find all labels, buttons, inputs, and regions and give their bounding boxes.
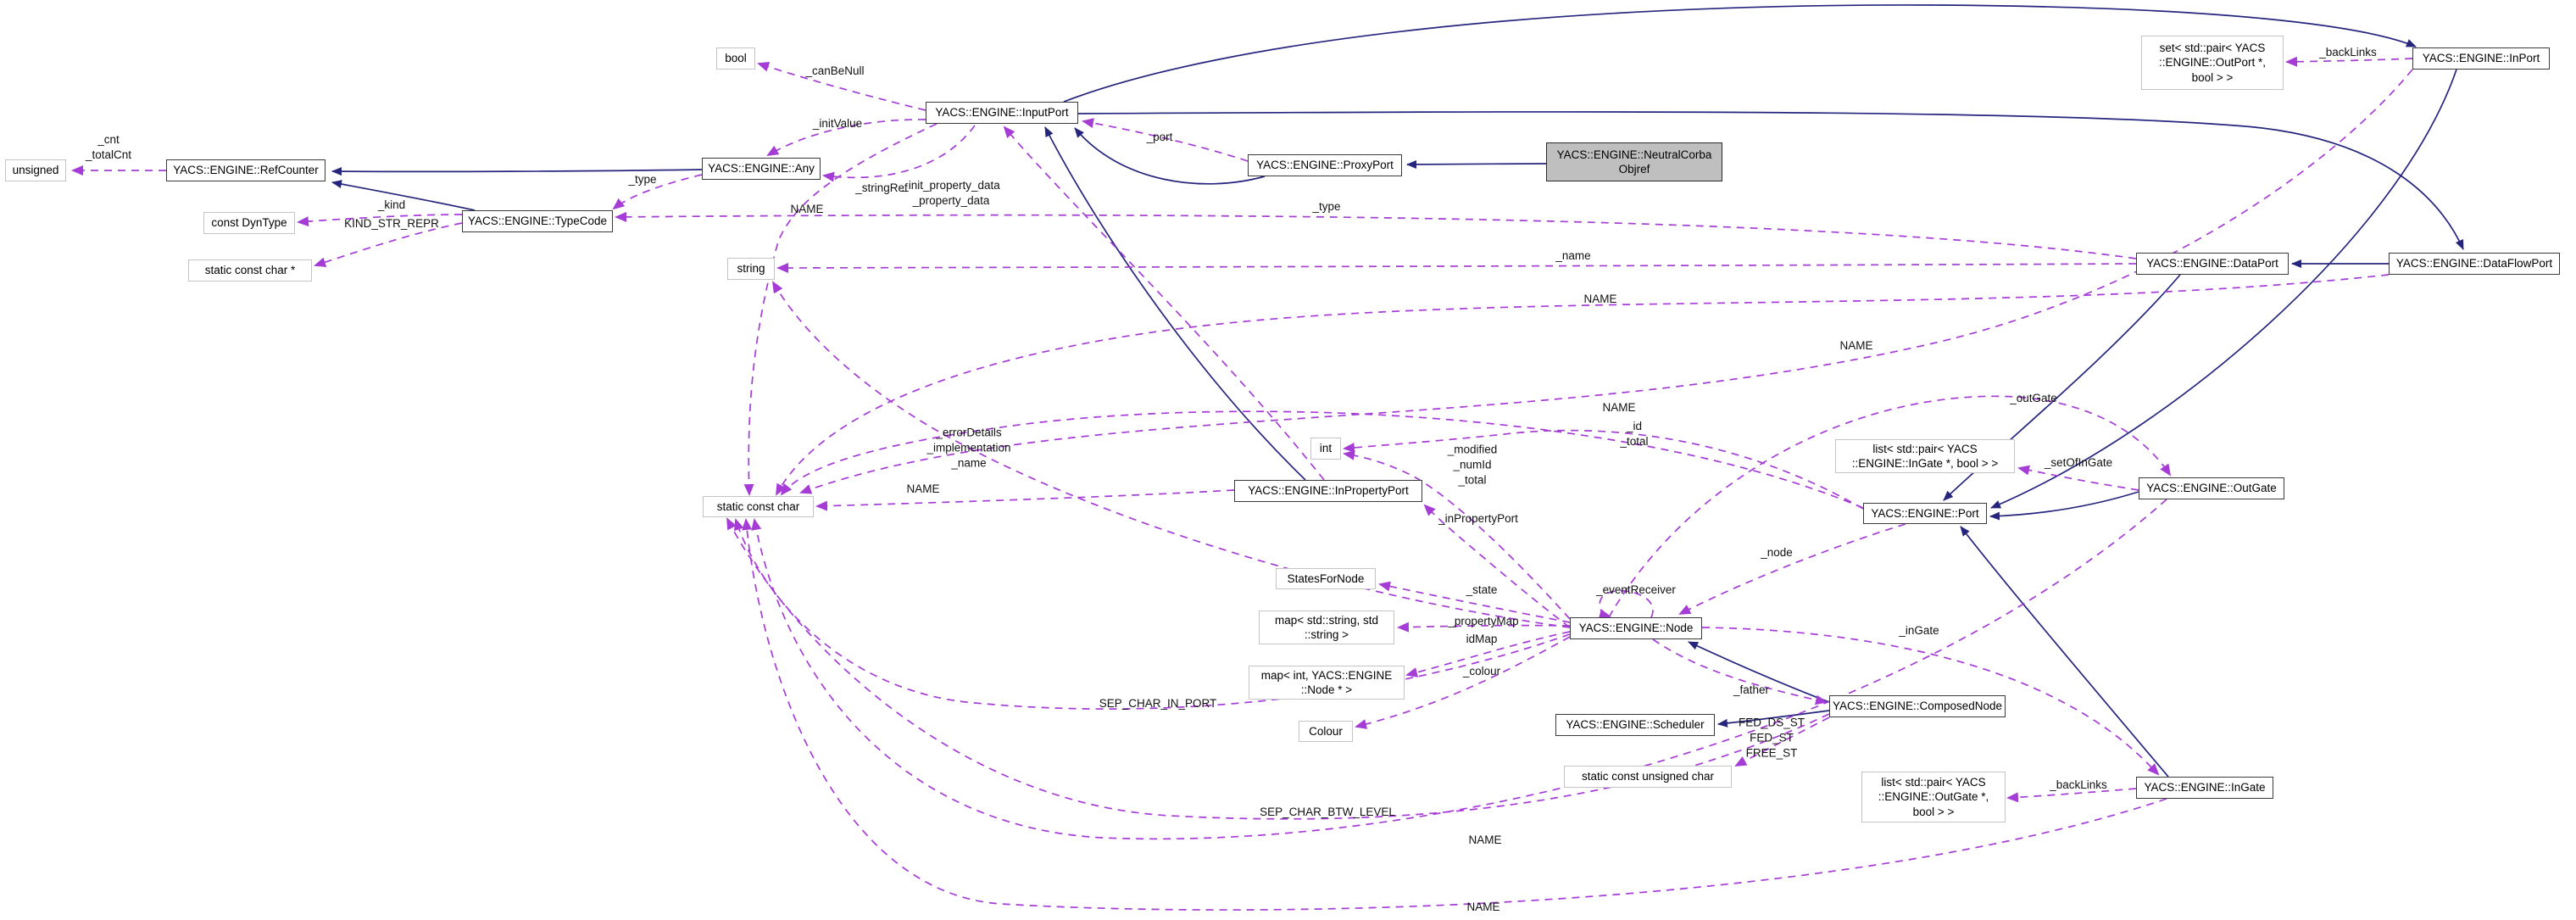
edge-use-name-inport xyxy=(799,69,2413,494)
type-box-listingate: list< std::pair< YACS ::ENGINE::InGate *… xyxy=(1835,439,2015,473)
edge-use-eventreceiver xyxy=(1598,589,1654,619)
edge-use-idmap xyxy=(1405,631,1571,677)
edge-inh-composednode-scheduler xyxy=(1717,710,1830,728)
edge-use-fedstates xyxy=(1734,716,1830,767)
class-box-typecode[interactable]: YACS::ENGINE::TypeCode xyxy=(462,210,613,232)
edge-use-canbenull xyxy=(757,62,926,111)
type-box-bool: bool xyxy=(716,47,755,70)
class-box-inpropertyport[interactable]: YACS::ENGINE::InPropertyPort xyxy=(1234,480,1422,502)
edge-use-name-inputport xyxy=(743,123,937,496)
edge-use-kind xyxy=(297,214,463,227)
main-class-box-neutralcorba: YACS::ENGINE::NeutralCorba Objref xyxy=(1546,142,1722,181)
type-box-mapstrstr: map< std::string, std ::string > xyxy=(1259,611,1394,644)
type-box-dyntype: const DynType xyxy=(203,212,295,234)
edge-use-name-dataflowport xyxy=(776,274,2390,496)
edge-inh-typecode-refcounter xyxy=(331,180,476,211)
edge-use-father xyxy=(1652,638,1828,705)
edge-inh-composednode-node xyxy=(1688,641,1830,703)
type-box-unsigned: unsigned xyxy=(5,159,66,181)
edge-use-name-port xyxy=(780,410,1864,509)
edge-inh-inpropertyport-inputport xyxy=(1044,126,1306,481)
type-box-listoutgate: list< std::pair< YACS ::ENGINE::OutGate … xyxy=(1861,772,2006,822)
edge-inh-dataport-port xyxy=(1943,274,2181,501)
class-box-inputport[interactable]: YACS::ENGINE::InputPort xyxy=(926,102,1078,124)
edge-inh-proxyport-inputport xyxy=(1074,127,1266,185)
type-box-setpair: set< std::pair< YACS ::ENGINE::OutPort *… xyxy=(2141,36,2284,90)
class-box-node[interactable]: YACS::ENGINE::Node xyxy=(1570,617,1702,639)
class-box-dataport[interactable]: YACS::ENGINE::DataPort xyxy=(2136,253,2289,275)
edge-use-idtotal xyxy=(1343,429,1864,510)
edge-use-propertymap xyxy=(1397,622,1571,633)
type-box-int: int xyxy=(1310,438,1341,460)
class-box-ingate[interactable]: YACS::ENGINE::InGate xyxy=(2136,777,2273,799)
class-box-refcounter[interactable]: YACS::ENGINE::RefCounter xyxy=(166,159,325,181)
edge-use-initvalue xyxy=(766,119,926,157)
edge-use-kindstrrepr xyxy=(314,222,463,267)
class-box-any[interactable]: YACS::ENGINE::Any xyxy=(702,158,821,180)
edge-use-colour xyxy=(1355,636,1571,729)
edge-inh-inputport-inport xyxy=(1063,4,2417,103)
edge-use-ingate xyxy=(1701,627,2160,776)
class-box-dataflowport[interactable]: YACS::ENGINE::DataFlowPort xyxy=(2389,253,2560,275)
edge-use-sepcharinport xyxy=(734,518,1571,710)
class-box-composednode[interactable]: YACS::ENGINE::ComposedNode xyxy=(1829,695,2006,717)
class-box-inport[interactable]: YACS::ENGINE::InPort xyxy=(2412,47,2550,70)
edge-use-errordetails xyxy=(771,281,1571,628)
edge-use-name-ingate xyxy=(742,518,2167,911)
edge-use-setofingate xyxy=(2017,465,2139,491)
edge-use-type-dataport xyxy=(615,211,2137,259)
type-box-staticconstuchar: static const unsigned char xyxy=(1564,766,1732,788)
class-box-proxyport[interactable]: YACS::ENGINE::ProxyPort xyxy=(1248,154,1402,176)
edge-use-type-any xyxy=(612,174,703,210)
edge-inh-inputport-dataflowport xyxy=(1077,111,2464,250)
edge-use-state xyxy=(1378,581,1571,623)
edge-use-initpropertydata xyxy=(1003,125,1325,481)
edge-use-outgate xyxy=(1608,395,2172,618)
type-box-statesfornode: StatesForNode xyxy=(1276,568,1376,589)
edge-use-modified xyxy=(1343,449,1571,620)
type-box-string: string xyxy=(727,258,775,280)
class-box-scheduler[interactable]: YACS::ENGINE::Scheduler xyxy=(1555,714,1715,736)
edge-use-inpropertyport xyxy=(1423,504,1571,628)
edge-use-stringref xyxy=(822,125,976,182)
edge-use-port xyxy=(1082,118,1249,162)
edge-inh-any-refcounter xyxy=(331,167,703,176)
edge-use-name-inpropertyport xyxy=(815,489,1235,511)
type-box-colour: Colour xyxy=(1299,721,1353,742)
class-box-port[interactable]: YACS::ENGINE::Port xyxy=(1863,503,1987,524)
edge-use-name-outgate xyxy=(751,499,2167,840)
type-box-staticcharstar: static const char * xyxy=(188,259,312,282)
edge-use-backlinks-bottom xyxy=(2006,788,2137,803)
type-box-mapintnode: map< int, YACS::ENGINE ::Node * > xyxy=(1249,666,1405,700)
edge-inh-outgate-port xyxy=(1989,491,2139,521)
class-box-outgate[interactable]: YACS::ENGINE::OutGate xyxy=(2139,477,2284,499)
edge-use-backlinks-top xyxy=(2285,56,2413,67)
edge-use-node xyxy=(1678,523,1906,615)
edge-use-name-dataport xyxy=(776,262,2137,273)
type-box-staticconstchar: static const char xyxy=(703,496,814,517)
edge-inh-inport-port xyxy=(1990,69,2457,509)
edge-inh-ingate-port xyxy=(1960,526,2169,778)
